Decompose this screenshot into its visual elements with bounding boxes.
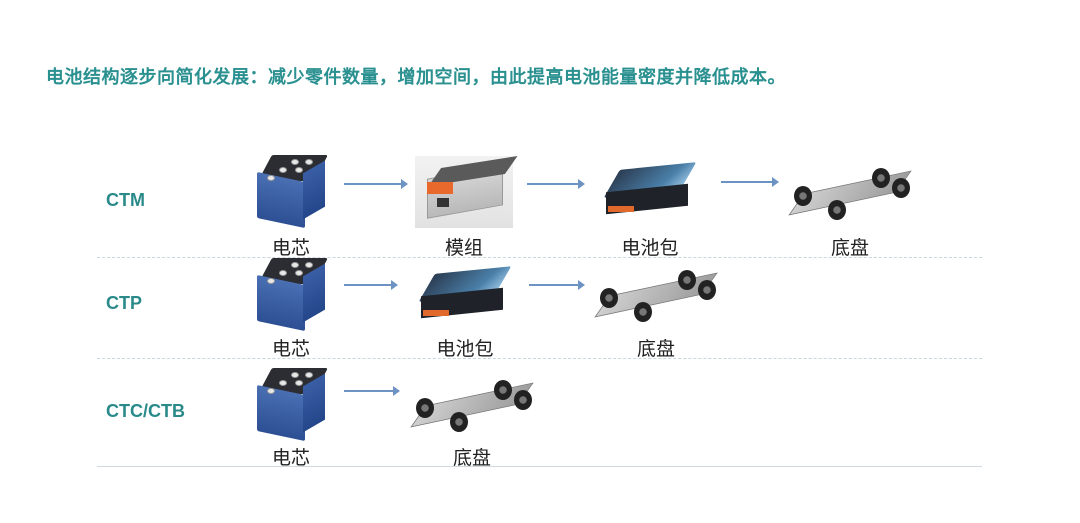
row-divider	[97, 466, 982, 467]
arrow-icon	[344, 179, 408, 189]
row-label-ctm: CTM	[106, 190, 145, 210]
battery-module-icon	[415, 156, 518, 228]
node-caption: 电池包	[436, 338, 494, 360]
row-label-ctc-ctb: CTC/CTB	[106, 401, 185, 421]
ctm-node-chassis: 底盘	[788, 164, 912, 259]
chassis-icon	[594, 266, 718, 326]
node-caption: 底盘	[636, 338, 675, 360]
ctp-node-pack: 电池包	[410, 266, 520, 360]
node-caption: 模组	[444, 237, 483, 259]
battery-cell-icon	[253, 368, 329, 442]
battery-cell-icon	[253, 155, 329, 229]
arrow-icon	[344, 386, 400, 396]
ctm-node-module: 模组	[409, 156, 519, 259]
ctc-node-chassis: 底盘	[410, 376, 534, 469]
chassis-icon	[410, 376, 534, 436]
arrow-icon	[344, 280, 398, 290]
battery-cell-icon	[253, 258, 329, 332]
ctp-node-cell: 电芯	[236, 258, 346, 360]
node-caption: 电芯	[271, 237, 310, 259]
arrow-icon	[529, 280, 585, 290]
battery-pack-icon	[600, 162, 700, 224]
ctm-node-pack: 电池包	[595, 162, 705, 259]
headline: 电池结构逐步向简化发展：减少零件数量，增加空间，由此提高电池能量密度并降低成本。	[46, 67, 786, 88]
battery-pack-icon	[415, 266, 515, 328]
row-divider	[97, 257, 982, 258]
row-divider	[97, 358, 982, 359]
arrow-icon	[527, 179, 585, 189]
node-caption: 电芯	[271, 338, 310, 360]
node-caption: 电池包	[621, 237, 679, 259]
node-caption: 电芯	[271, 447, 310, 469]
chassis-icon	[788, 164, 912, 224]
ctc-node-cell: 电芯	[236, 368, 346, 469]
node-caption: 底盘	[452, 447, 491, 469]
ctp-node-chassis: 底盘	[594, 266, 718, 360]
row-label-ctp: CTP	[106, 293, 142, 313]
arrow-icon	[721, 177, 779, 187]
ctm-node-cell: 电芯	[236, 155, 346, 259]
node-caption: 底盘	[830, 237, 869, 259]
